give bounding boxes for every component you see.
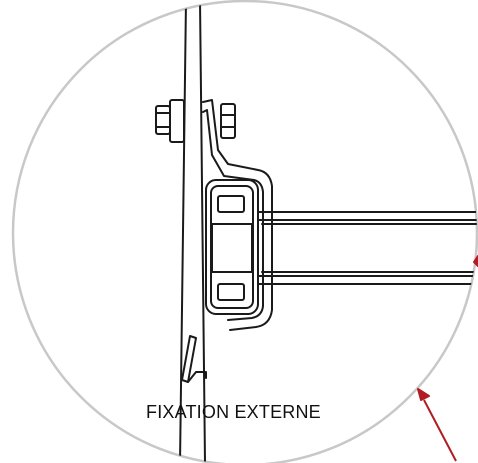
horizontal-beam xyxy=(257,211,477,285)
bolt-head xyxy=(155,99,185,143)
vertical-post xyxy=(179,1,206,463)
detail-circle-outline xyxy=(11,0,478,463)
bolt-nut xyxy=(220,103,236,139)
bent-bracket xyxy=(202,99,273,331)
clamp-body xyxy=(205,179,259,315)
lower-clip xyxy=(181,335,207,383)
diagram-caption: FIXATION EXTERNE xyxy=(146,402,321,422)
callout-arrow-lower xyxy=(417,388,457,462)
callout-arrow-right xyxy=(473,255,478,267)
